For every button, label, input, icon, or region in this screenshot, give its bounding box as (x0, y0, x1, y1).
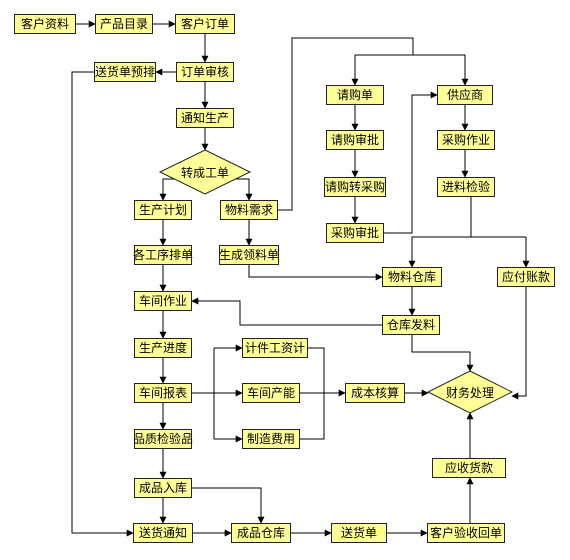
edge-delivery-schedule-to-delivery-notice (71, 71, 134, 537)
edge-procurement-to-supplier (413, 54, 469, 86)
delivery-notice-node: 送货通知 (133, 523, 193, 543)
manufacturing-cost-node: 制造费用 (242, 429, 300, 449)
cost-accounting-node: 成本核算 (345, 383, 405, 403)
purchase-request-node: 请购单 (326, 85, 384, 105)
request-to-purchase-node: 请购转采购 (324, 177, 386, 197)
convert-work-order-diamond (158, 149, 252, 195)
process-scheduling-node: 各工序排单 (133, 245, 193, 265)
workshop-output-node: 车间产能 (242, 383, 300, 403)
edge-inspection-to-material-warehouse (408, 236, 471, 268)
finished-goods-in-node: 成品入库 (134, 478, 192, 498)
financial-processing-label: 财务处理 (445, 385, 494, 400)
finished-goods-warehouse-node: 成品仓库 (231, 523, 291, 543)
material-demand-node: 物料需求 (220, 200, 278, 220)
product-catalog-node: 产品目录 (95, 14, 153, 34)
notify-production-node: 通知生产 (176, 108, 234, 128)
edge-material-demand-to-procurement (278, 37, 414, 211)
incoming-inspection-node: 进料检验 (437, 177, 495, 197)
edge-issue-to-finance (411, 335, 474, 372)
edge-issue-to-workshop-operation (191, 297, 382, 326)
workshop-operation-node: 车间作业 (134, 291, 192, 311)
accounts-payable-node: 应付账款 (497, 267, 555, 287)
delivery-schedule-node: 送货单预排 (94, 62, 156, 82)
edge-inspection-branch (470, 197, 526, 238)
convert-work-order-label: 转成工单 (180, 165, 229, 180)
material-warehouse-node: 物料仓库 (382, 267, 442, 287)
edge-picking-list-to-material-warehouse (248, 265, 383, 281)
edge-convert-to-material-demand (235, 178, 253, 201)
edge-purchase-approval-to-supplier (384, 91, 438, 234)
piece-wage-node: 计件工资计 (242, 338, 308, 358)
quality-inspection-node: 品质检验品 (133, 429, 193, 449)
financial-processing-diamond (426, 370, 514, 414)
production-progress-node: 生产进度 (134, 338, 192, 358)
edge-finished-in-to-warehouse (192, 487, 265, 524)
customer-order-node: 客户订单 (175, 14, 235, 34)
supplier-node: 供应商 (437, 85, 493, 105)
warehouse-issue-node: 仓库发料 (382, 315, 440, 335)
customer-receipt-node: 客户验收回单 (427, 523, 505, 543)
production-plan-node: 生产计划 (134, 200, 192, 220)
order-review-node: 订单审核 (176, 62, 234, 82)
request-approval-node: 请购审批 (326, 130, 384, 150)
accounts-receivable-node: 应收货款 (432, 458, 506, 478)
edge-convert-to-production-plan (159, 178, 175, 201)
delivery-note-node: 送货单 (331, 523, 387, 543)
workshop-report-node: 车间报表 (134, 383, 192, 403)
edge-payable-to-finance (511, 287, 527, 400)
purchasing-node: 采购作业 (437, 130, 495, 150)
generate-picking-list-node: 生成领料单 (219, 245, 279, 265)
purchase-approval-node: 采购审批 (326, 223, 384, 243)
customer-info-node: 客户资料 (14, 14, 76, 34)
